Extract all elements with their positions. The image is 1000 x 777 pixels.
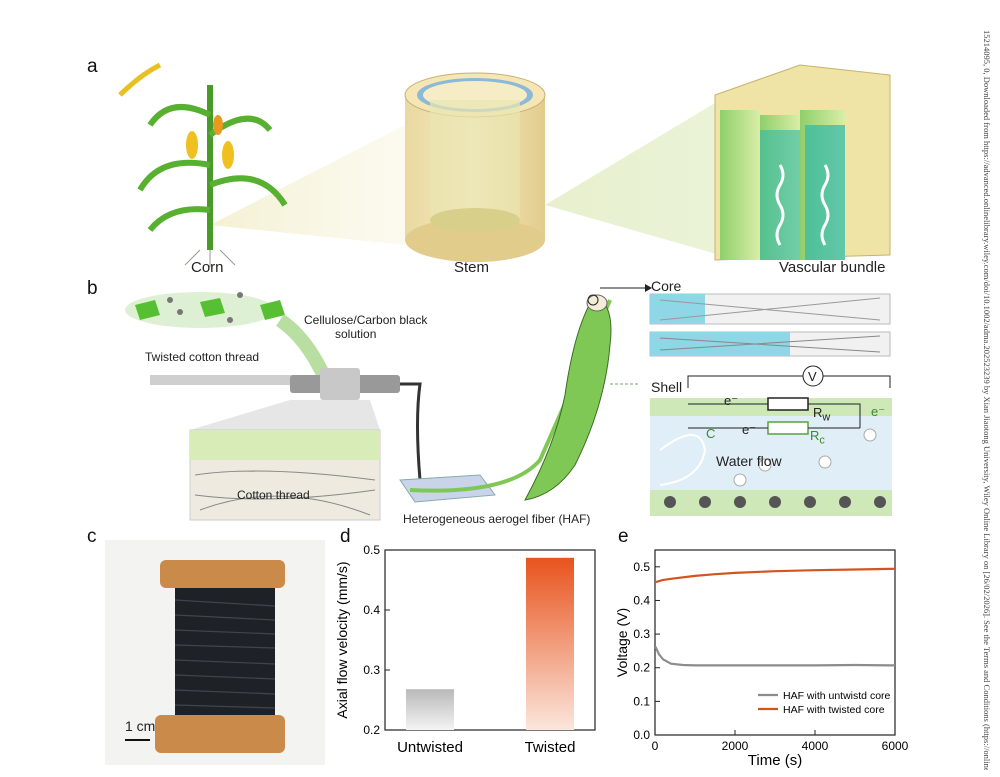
panel-label-a: a <box>87 56 98 77</box>
x-tick-label: 0 <box>652 739 659 753</box>
electron-label-3: e⁻ <box>742 422 757 437</box>
electron-label-1: e⁻ <box>724 393 739 408</box>
y-tick-label: 0.5 <box>633 560 650 574</box>
y-axis-label: Voltage (V) <box>614 608 630 677</box>
capacitor-label: C <box>706 426 716 441</box>
y-tick-label: 0.1 <box>633 694 650 708</box>
x-tick-label: Untwisted <box>397 739 463 756</box>
thread-label: Twisted cotton thread <box>145 350 260 364</box>
zoom-beam-stem <box>545 100 720 255</box>
vascular-bundle <box>714 64 891 261</box>
solution-label-line1: Cellulose/Carbon black <box>304 313 428 327</box>
y-tick-label: 0.3 <box>633 627 650 641</box>
resistor-rc-label: Rc <box>810 428 825 447</box>
x-axis-label: Time (s) <box>748 752 802 769</box>
vascular-bundle-label: Vascular bundle <box>779 259 886 276</box>
legend-entry-2: HAF with twisted core <box>783 704 885 716</box>
water-flow-label: Water flow <box>716 453 782 469</box>
y-tick-label: 0.4 <box>363 603 380 617</box>
panel-b-fabrication-illustration <box>125 292 612 521</box>
plot-frame <box>384 549 596 731</box>
bar-untwisted <box>406 689 454 730</box>
panel-a-illustration <box>118 62 891 267</box>
core-label: Core <box>651 278 682 294</box>
panel-label-b: b <box>87 278 98 299</box>
x-tick-label: 6000 <box>882 739 909 753</box>
plot-frame <box>654 549 896 736</box>
voltmeter-label: V <box>808 369 817 384</box>
legend-entry-1: HAF with untwistd core <box>783 690 891 702</box>
y-tick-label: 0.5 <box>363 543 380 557</box>
stem-label: Stem <box>454 259 490 276</box>
bar-twisted <box>526 557 574 730</box>
corn-plant <box>118 62 288 267</box>
y-tick-label: 0.2 <box>633 661 650 675</box>
panel-label-c: c <box>87 526 97 547</box>
x-tick-label: Twisted <box>525 739 576 756</box>
y-axis-label: Axial flow velocity (mm/s) <box>334 561 350 718</box>
cellulose-molecules <box>125 292 285 328</box>
panel-label-d: d <box>340 526 351 547</box>
x-tick-label: 2000 <box>722 739 749 753</box>
corn-label: Corn <box>191 259 224 276</box>
resistor-rw-label: Rw <box>813 405 831 424</box>
y-tick-label: 0.0 <box>633 728 650 742</box>
zoom-beam-corn <box>210 125 405 245</box>
haf-fiber <box>524 294 612 501</box>
series-line-1 <box>654 646 896 667</box>
y-tick-label: 0.3 <box>363 663 380 677</box>
stem-cross-section <box>404 72 546 262</box>
y-tick-label: 0.4 <box>633 593 650 607</box>
x-tick-label: 4000 <box>802 739 829 753</box>
voltage-time-line-chart: 0.0 0.1 0.2 0.3 0.4 0.5 0 2000 4000 6000 HAF with … <box>614 549 909 769</box>
fiber-spool-photo <box>105 540 325 765</box>
download-notice: 15214095, 0, Downloaded from https://adv… <box>982 30 992 770</box>
core-shell-diagram <box>600 284 892 516</box>
panel-label-e: e <box>618 526 629 547</box>
scale-bar-label: 1 cm <box>125 718 156 734</box>
cotton-thread-label: Cotton thread <box>237 488 310 502</box>
solution-label-line2: solution <box>335 327 377 341</box>
shell-label: Shell <box>651 379 683 395</box>
haf-label: Heterogeneous aerogel fiber (HAF) <box>403 512 591 526</box>
y-tick-label: 0.2 <box>363 723 380 737</box>
electron-label-2: e⁻ <box>871 404 886 419</box>
series-line-2 <box>655 567 896 584</box>
